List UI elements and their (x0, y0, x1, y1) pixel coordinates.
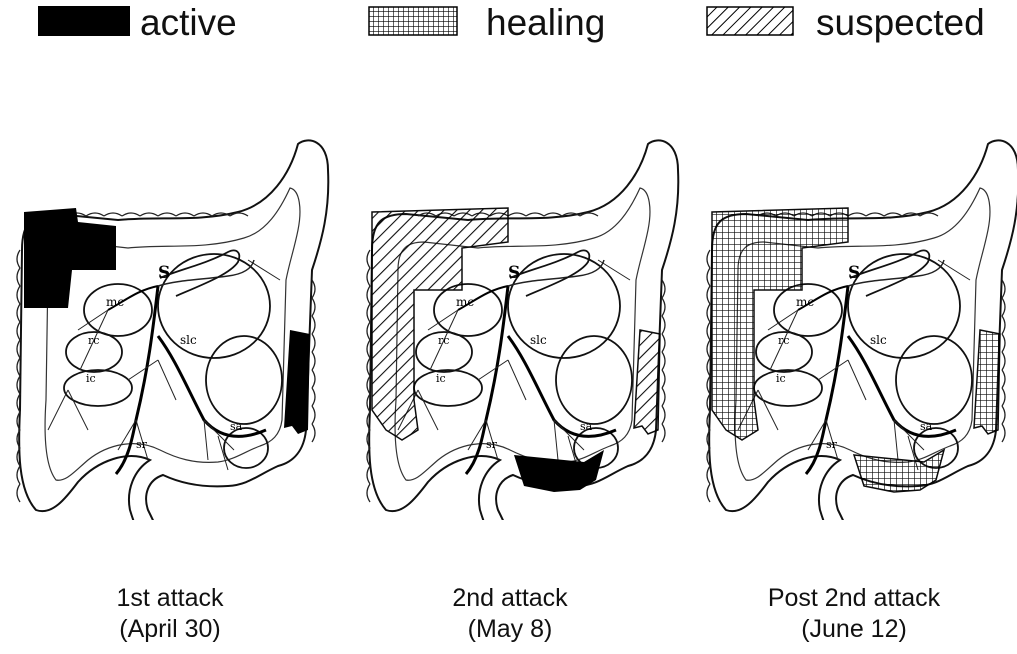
anatomy-label-rc: rc (438, 334, 449, 347)
caption-post-2nd-attack: Post 2nd attack (June 12) (684, 583, 1017, 645)
anatomy-label-slc: slc (530, 333, 547, 347)
legend-healing: healing (368, 0, 638, 48)
anatomy-label-sr: sr (136, 438, 148, 451)
anatomy-label-sr: sr (486, 438, 498, 451)
legend-healing-label: healing (486, 0, 605, 46)
anatomy-label-mc: mc (796, 295, 814, 309)
anatomy-label-mc: mc (106, 295, 124, 309)
legend-active: active (38, 0, 258, 48)
legend-healing-swatch (368, 6, 458, 36)
legend-suspected-swatch (706, 6, 794, 36)
anatomy-label-mc: mc (456, 295, 474, 309)
caption-post-2nd-attack-date: (June 12) (684, 614, 1017, 645)
legend-suspected: suspected (706, 0, 1011, 48)
anatomy-label-rc: rc (88, 334, 99, 347)
colon-diagram-svg: Smc rc ic slc sa sr (0, 90, 340, 520)
anatomy-label-sa: sa (920, 420, 933, 433)
caption-1st-attack: 1st attack (April 30) (0, 583, 340, 645)
caption-1st-attack-date: (April 30) (0, 614, 340, 645)
legend-active-swatch (38, 6, 130, 36)
legend-suspected-label: suspected (816, 0, 985, 46)
anatomy-label-sr: sr (826, 438, 838, 451)
caption-post-2nd-attack-title: Post 2nd attack (684, 583, 1017, 614)
colon-diagram-svg: Smc rc ic slc sa sr (690, 90, 1017, 520)
anatomy-label-sa: sa (580, 420, 593, 433)
anatomy-label-sa: sa (230, 420, 243, 433)
anatomy-label-s: S (508, 263, 520, 283)
caption-2nd-attack-title: 2nd attack (340, 583, 680, 614)
anatomy-label-slc: slc (870, 333, 887, 347)
anatomy-label-ic: ic (436, 372, 446, 385)
caption-2nd-attack-date: (May 8) (340, 614, 680, 645)
colon-diagram-svg: Smc rc ic slc sa sr (350, 90, 690, 520)
anatomy-label-s: S (158, 263, 170, 283)
caption-2nd-attack: 2nd attack (May 8) (340, 583, 680, 645)
anatomy-label-ic: ic (776, 372, 786, 385)
legend-active-label: active (140, 0, 237, 46)
anatomy-label-ic: ic (86, 372, 96, 385)
anatomy-label-rc: rc (778, 334, 789, 347)
anatomy-label-s: S (848, 263, 860, 283)
caption-1st-attack-title: 1st attack (0, 583, 340, 614)
anatomy-label-slc: slc (180, 333, 197, 347)
colon-outline (19, 140, 328, 520)
